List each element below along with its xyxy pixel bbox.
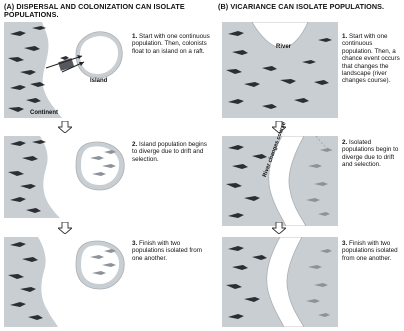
- island-label: Island: [90, 78, 107, 84]
- panel-b-step-2: 2. Isolated populations begin to diverge…: [342, 139, 402, 169]
- step-text: Start with one continuous population. Th…: [342, 33, 400, 84]
- step-number: 3.: [132, 240, 137, 247]
- step-number: 1.: [342, 33, 347, 40]
- panel-b-step-1: 1. Start with one continuous population.…: [342, 33, 402, 85]
- step-text: Finish with two populations isolated fro…: [132, 240, 202, 262]
- step-text: Isolated populations begin to diverge du…: [342, 139, 398, 168]
- panel-a-step-3: 3. Finish with two populations isolated …: [132, 240, 210, 262]
- panel-b-scene-3: [222, 237, 338, 327]
- panel-b-scene-2: [222, 136, 338, 226]
- step-text: Finish with two populations isolated fro…: [342, 240, 398, 262]
- panel-b-step-3: 3. Finish with two populations isolated …: [342, 240, 402, 262]
- down-arrow-icon: [272, 222, 286, 234]
- step-number: 2.: [342, 139, 347, 146]
- river-label: River: [276, 44, 291, 50]
- down-arrow-icon: [58, 121, 72, 133]
- step-number: 2.: [132, 141, 137, 148]
- step-number: 3.: [342, 240, 347, 247]
- panel-a-scene-2: [4, 136, 128, 218]
- panel-a-title: (a) DISPERSAL AND COLONIZATION CAN ISOLA…: [4, 3, 204, 20]
- panel-b-scene-1: [222, 22, 338, 118]
- step-number: 1.: [132, 33, 137, 40]
- panel-a-scene-1: [4, 22, 128, 118]
- panel-b-title: (b) VICARIANCE CAN ISOLATE POPULATIONS.: [218, 3, 403, 11]
- panel-a-scene-3: [4, 237, 128, 327]
- step-text: Start with one continuous population. Th…: [132, 33, 210, 55]
- panel-a-step-1: 1. Start with one continuous population.…: [132, 33, 210, 55]
- step-text: Island population begins to diverge due …: [132, 141, 207, 163]
- continent-label: Continent: [30, 110, 58, 116]
- panel-a-step-2: 2. Island population begins to diverge d…: [132, 141, 210, 163]
- down-arrow-icon: [58, 222, 72, 234]
